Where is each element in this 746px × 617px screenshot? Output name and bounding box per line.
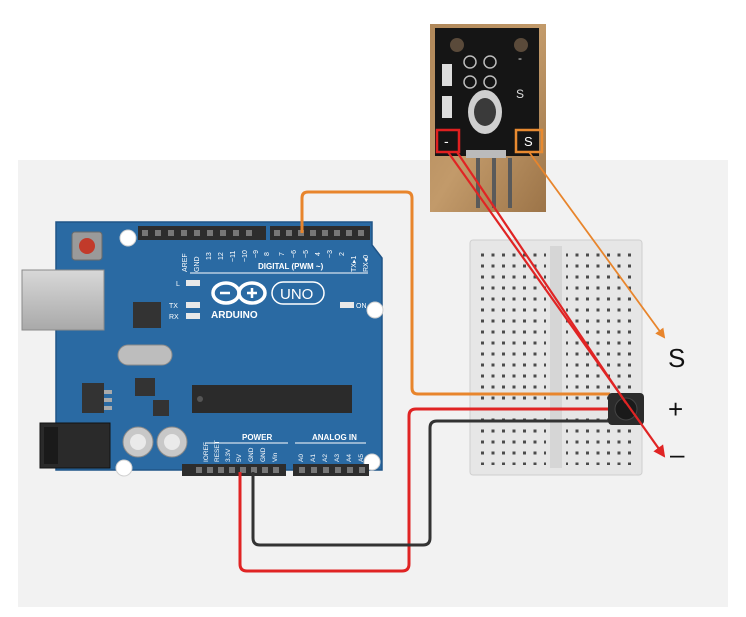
analog-in-label: ANALOG IN xyxy=(312,433,357,442)
led-l-label: L xyxy=(176,281,180,288)
small-chip xyxy=(153,400,169,416)
signal-wire[interactable] xyxy=(300,190,580,396)
power-label: POWER xyxy=(242,433,272,442)
analog-pin-a0: A0 xyxy=(298,454,305,462)
legend-signal-label: S xyxy=(668,343,685,373)
board-minus-label: - xyxy=(518,51,522,65)
power-arrow xyxy=(456,151,627,404)
led-on-label: ON xyxy=(356,303,367,310)
analog-pin-a5: A5 xyxy=(358,454,365,462)
reset-button-cap[interactable] xyxy=(79,238,95,254)
uno-badge xyxy=(271,281,325,305)
pin-label-13: 13 xyxy=(206,252,213,260)
board-s-label: S xyxy=(516,87,524,101)
power-pin-gnd2: GND xyxy=(260,447,267,462)
led-tx-label: TX xyxy=(169,303,178,310)
pin-label-6: ~6 xyxy=(291,250,298,258)
ground-wire[interactable] xyxy=(251,419,580,547)
usb-chip xyxy=(133,302,161,328)
pin-label-3: ~3 xyxy=(327,250,334,258)
power-pin-gnd1: GND xyxy=(248,447,255,462)
uno-model-text: UNO xyxy=(280,286,313,303)
pin-label-tx: TX▸1 xyxy=(351,256,358,272)
digital-pwm-label: DIGITAL (PWM ~) xyxy=(258,262,324,271)
minus-pin-text: - xyxy=(444,133,449,149)
pin-label-4: 4 xyxy=(315,252,322,256)
small-chip xyxy=(135,378,155,396)
pin-label-9: ~9 xyxy=(253,250,260,258)
pin-label-12: 12 xyxy=(218,252,225,260)
ir-sensor-module-photo: S - xyxy=(430,24,546,212)
pin-label-gnd: GND xyxy=(194,256,201,272)
usb-connector xyxy=(21,269,105,331)
led-on xyxy=(340,302,354,308)
power-pin-3v3: 3.3V xyxy=(225,448,232,462)
legend-plus-label: + xyxy=(668,394,683,424)
voltage-regulator xyxy=(82,383,104,413)
power-pin-vin: Vin xyxy=(272,452,279,462)
led-l xyxy=(186,280,200,286)
crystal-oscillator xyxy=(117,344,173,366)
led-rx-label: RX xyxy=(169,314,179,321)
pin-label-aref: AREF xyxy=(182,253,189,272)
mounting-hole xyxy=(115,459,133,477)
pin-label-5: ~5 xyxy=(303,250,310,258)
power-pin-ioref: IOREF xyxy=(203,442,210,462)
pin-label-11: ~11 xyxy=(230,251,237,262)
pin-label-2: 2 xyxy=(339,252,346,256)
analog-pin-a4: A4 xyxy=(346,454,353,462)
pin-label-rx: RX◂0 xyxy=(363,255,370,272)
pin-label-10: ~10 xyxy=(242,250,249,262)
power-pin-5v: 5V xyxy=(236,453,243,462)
pin-label-7: 7 xyxy=(279,252,286,256)
mounting-hole xyxy=(119,229,137,247)
arduino-logo xyxy=(211,281,267,305)
signal-arrow xyxy=(528,151,666,339)
mounting-hole xyxy=(366,301,384,319)
ground-arrow xyxy=(447,151,666,458)
arduino-brand-text: ARDUINO xyxy=(211,310,258,321)
power-wire[interactable] xyxy=(238,407,580,573)
atmega-microcontroller xyxy=(192,385,352,413)
digital-header-right[interactable] xyxy=(270,226,370,240)
analog-pin-a2: A2 xyxy=(322,454,329,462)
breadboard[interactable] xyxy=(469,239,643,476)
led-tx xyxy=(186,302,200,308)
pin-label-8: 8 xyxy=(264,252,271,256)
arduino-uno-board[interactable]: L TX RX ON AREF GND 13 12 ~11 ~10 ~9 8 7… xyxy=(21,221,384,477)
legend-minus-label: – xyxy=(670,439,685,469)
signal-pin-text: S xyxy=(524,134,533,149)
digital-header-left[interactable] xyxy=(138,226,266,240)
analog-pin-a1: A1 xyxy=(310,454,317,462)
analog-pin-a3: A3 xyxy=(334,454,341,462)
power-pin-reset: RESET xyxy=(214,440,221,462)
led-rx xyxy=(186,313,200,319)
